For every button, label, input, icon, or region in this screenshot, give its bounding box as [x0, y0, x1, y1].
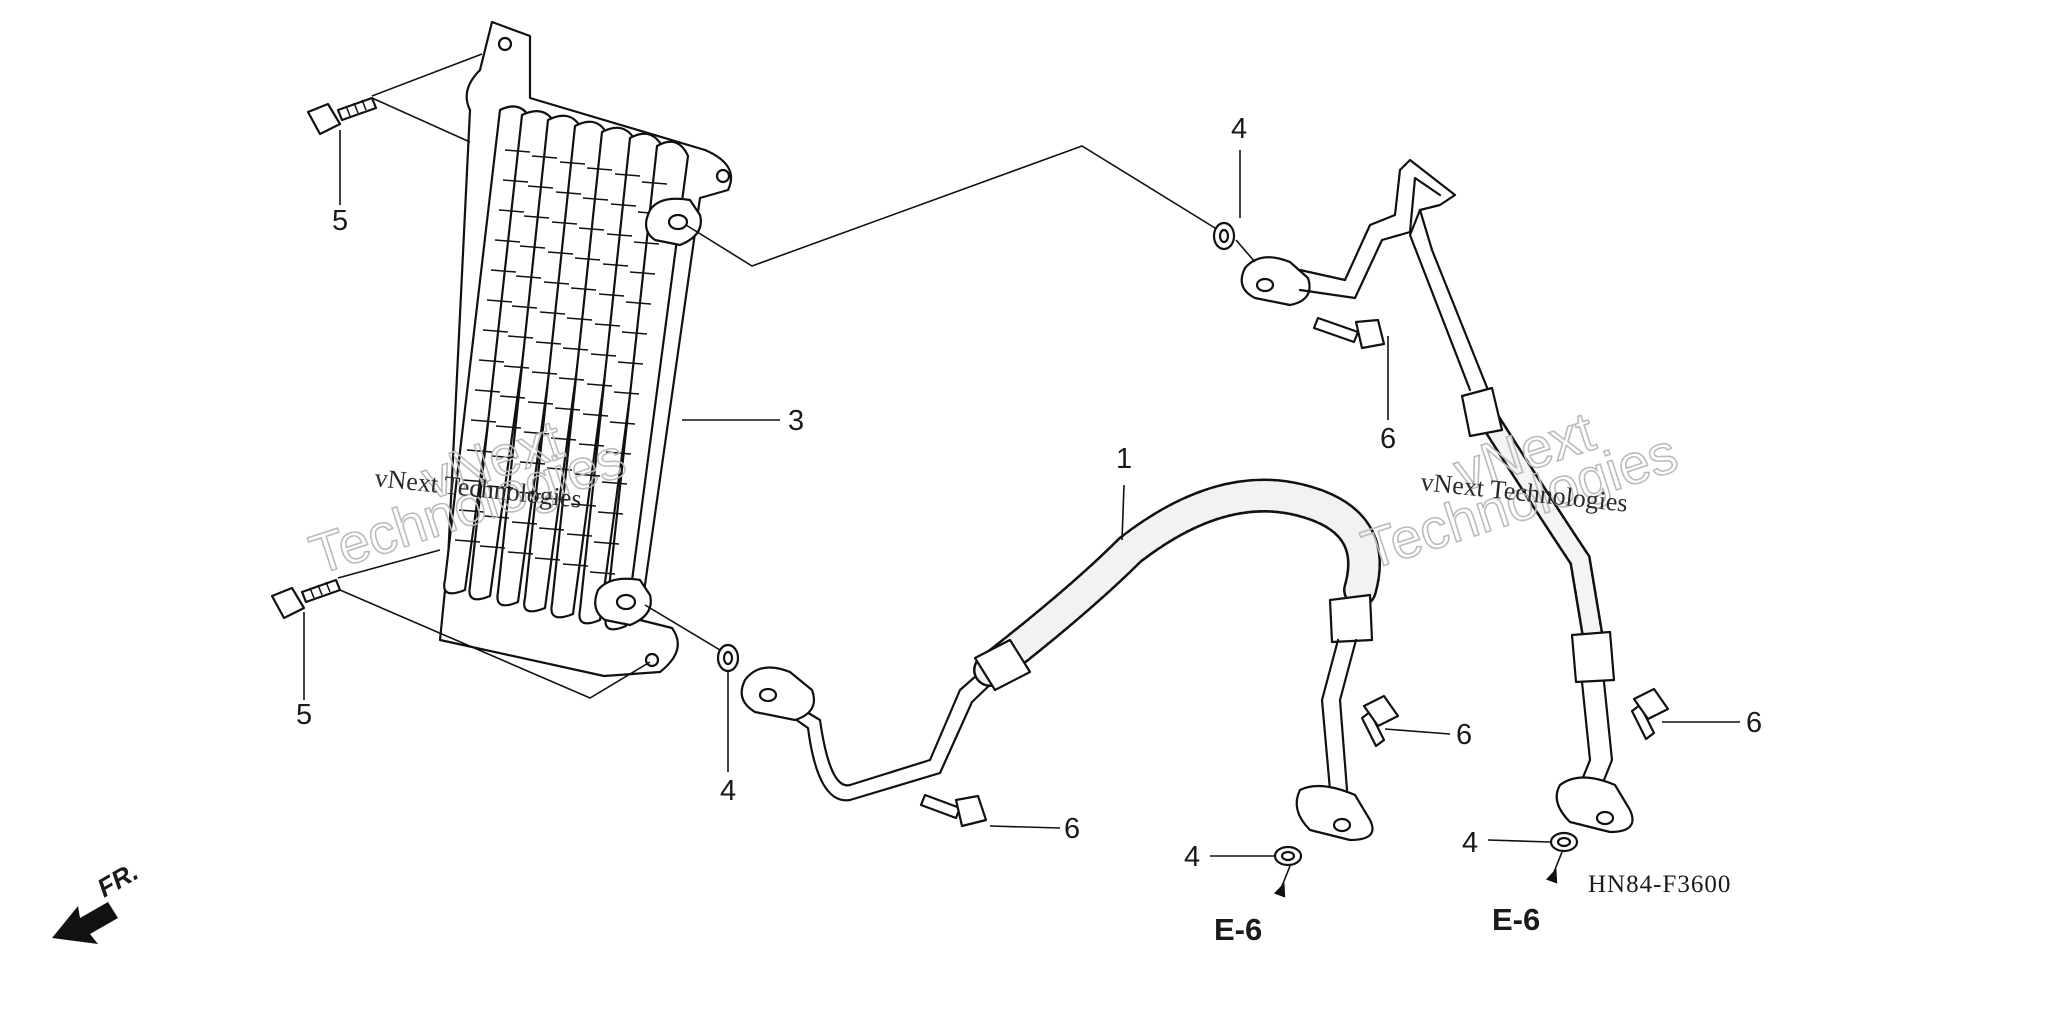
callout-bolt-right-fitting: 6 [1746, 707, 1762, 739]
callout-washer-left: 4 [720, 775, 736, 807]
reference-e6-right: E-6 [1492, 902, 1540, 937]
reference-e6-mid: E-6 [1214, 912, 1262, 947]
fitting-bolt-mid [1360, 694, 1400, 748]
leader-lines [303, 53, 1740, 887]
callout-bolt-mid-fitting: 6 [1456, 719, 1472, 751]
hose-fitting-bottom-mid [1295, 784, 1374, 842]
callout-cooler: 3 [788, 405, 804, 437]
callout-bolt-top-pipe: 6 [1380, 423, 1396, 455]
hose-ferrule-right [1328, 593, 1374, 644]
pipe-bolt-top [1312, 316, 1386, 350]
return-hose-ferrule-top [1460, 386, 1504, 438]
hose-fitting-left [740, 666, 816, 722]
return-hose-ferrule-bottom [1570, 630, 1616, 684]
oil-cooler [438, 20, 733, 678]
cooler-tubes [443, 105, 690, 631]
callout-washer-bottom-mid: 4 [1184, 841, 1200, 873]
cooler-fin-hatching [454, 149, 668, 575]
callout-bolt-cooler-bottom: 5 [296, 699, 312, 731]
front-arrow: FR. [52, 856, 143, 944]
callout-bolt-cooler-top: 5 [332, 205, 348, 237]
callout-bolt-left-pipe: 6 [1064, 813, 1080, 845]
fitting-bolt-right [1630, 687, 1670, 741]
callout-hose-feed: 1 [1116, 443, 1132, 475]
return-pipe [1240, 158, 1634, 834]
watermark-right: vNext Technologies vNext Technologies [1353, 398, 1685, 582]
hose-ferrule-left [973, 638, 1032, 692]
callout-washer-bottom-right: 4 [1462, 827, 1478, 859]
callout-washer-top: 4 [1231, 113, 1247, 145]
cooler-bolt-top [306, 96, 378, 136]
pipe-bolt-left [919, 793, 988, 828]
diagram-code: HN84-F3600 [1588, 871, 1731, 898]
return-fitting-bottom-right [1555, 776, 1634, 834]
front-label: FR. [92, 856, 143, 903]
feed-hose [740, 478, 1381, 842]
return-pipe-fitting-top [1240, 256, 1311, 307]
cooler-bolt-bottom [270, 578, 342, 620]
